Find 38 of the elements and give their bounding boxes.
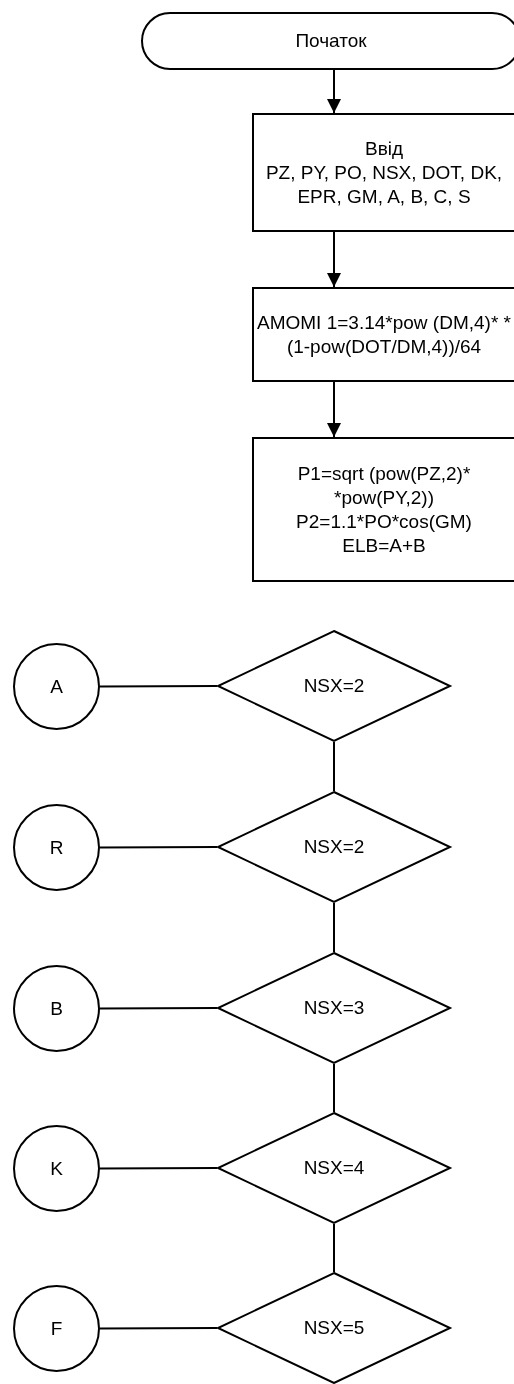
node-label: NSX=4 — [303, 1156, 365, 1180]
connector-line — [99, 846, 218, 849]
arrow — [327, 231, 341, 288]
node-label: AMOMI 1=3.14*pow (DM,4)* *(1-pow(DOT/DM,4))/64 — [256, 310, 512, 359]
connector-line — [333, 741, 335, 792]
node-label: B — [50, 996, 63, 1021]
connector-line — [99, 685, 218, 688]
connector-line — [99, 1327, 218, 1330]
node-label: R — [49, 835, 64, 860]
decision-diamond — [217, 1272, 451, 1384]
node-label: A — [50, 674, 63, 699]
node-label: NSX=2 — [303, 674, 365, 698]
connector-line — [99, 1007, 218, 1010]
decision-diamond — [217, 791, 451, 903]
node-label: F — [50, 1316, 63, 1341]
decision-diamond — [217, 952, 451, 1064]
node-label: K — [50, 1156, 63, 1181]
connector-line — [99, 1167, 218, 1170]
connector-line — [333, 1063, 335, 1113]
node-label: NSX=2 — [303, 835, 365, 859]
node-label: P2=1.1*PO*cos(GM) — [296, 509, 472, 534]
process-box — [252, 113, 514, 232]
node-label: NSX=3 — [303, 996, 365, 1020]
process-box — [252, 287, 514, 382]
node-label: PZ, PY, PO, NSX, DOT, DK, EPR, GM, A, B, C, S — [264, 160, 504, 209]
start-terminal — [141, 12, 514, 70]
node-label: ELB=A+B — [342, 533, 426, 558]
arrow — [327, 69, 341, 114]
node-label: NSX=5 — [303, 1316, 365, 1340]
node-label: Ввід — [364, 136, 404, 161]
arrow — [327, 381, 341, 438]
connector-line — [333, 902, 335, 953]
decision-diamond — [217, 630, 451, 742]
node-label: P1=sqrt (pow(PZ,2)* *pow(PY,2)) — [296, 461, 472, 510]
node-label: Початок — [295, 29, 367, 53]
connector-line — [333, 1223, 335, 1273]
process-box — [252, 437, 514, 582]
decision-diamond — [217, 1112, 451, 1224]
